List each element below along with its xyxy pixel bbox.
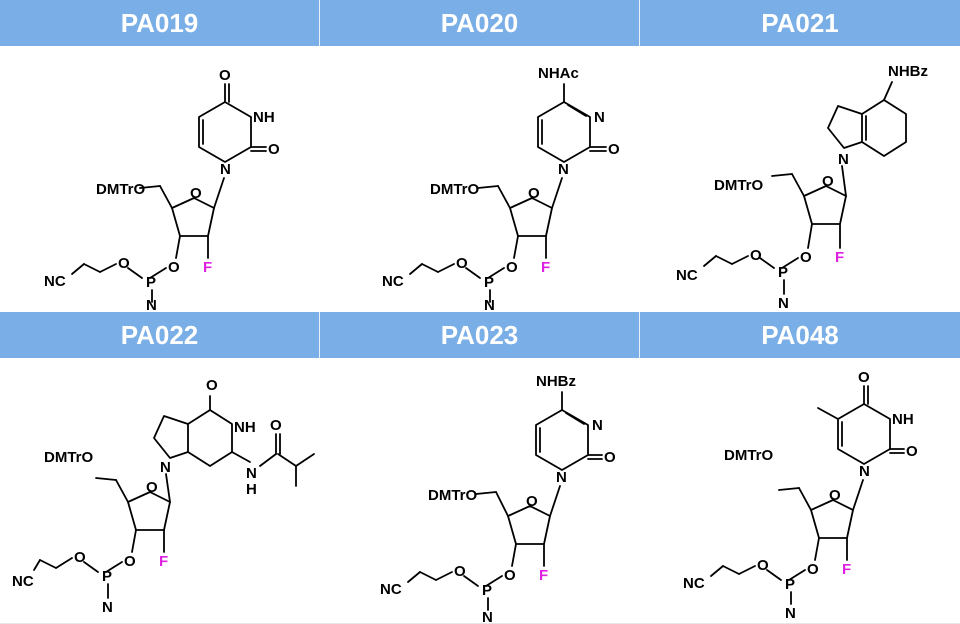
atom-dmtro: DMTrO (430, 181, 480, 198)
atom-nh: NH (253, 109, 275, 126)
atom-n: N (556, 469, 567, 486)
structure-cell-pa019: O NH O N O DMTrO F O P O NC N (0, 46, 320, 312)
atom-ring-o: O (146, 479, 158, 496)
atom-fluoro: F (835, 249, 844, 266)
atom-p: P (785, 576, 795, 593)
atom-p: P (484, 274, 494, 291)
panel-title-2: PA020 (320, 0, 640, 46)
atom-amine-n: N (102, 599, 113, 616)
molecule-pa021: NHBz N O DMTrO F O P O NC N (676, 63, 928, 312)
atom-o3: O (124, 553, 136, 570)
atom-dmtro: DMTrO (714, 177, 764, 194)
structure-cell-pa023: NHBz N O N O DMTrO F O P O (320, 358, 640, 624)
panel-title-4: PA022 (0, 312, 320, 358)
atom-dmtro: DMTrO (428, 487, 478, 504)
atom-ester-o: O (118, 255, 130, 272)
atom-n: N (592, 417, 603, 434)
atom-fluoro: F (203, 259, 212, 276)
atom-p: P (482, 582, 492, 599)
atom-o: O (268, 141, 280, 158)
atom-amine-n: N (482, 609, 493, 624)
atom-o: O (604, 449, 616, 466)
atom-fluoro: F (159, 553, 168, 570)
structure-cell-pa022: O NH N H O N O DMTrO F O (0, 358, 320, 624)
panel-title-5: PA023 (320, 312, 640, 358)
atom-o: O (206, 377, 218, 394)
molecule-pa048: O NH O N O DMTrO F O P O NC N (683, 369, 918, 622)
atom-ester-o: O (454, 563, 466, 580)
molecule-pa019: O NH O N O DMTrO F O P O NC N (44, 67, 280, 312)
atom-sub: NHBz (888, 63, 928, 80)
atom-ester-o: O (750, 247, 762, 264)
structure-cell-pa020: NHAc N O N O DMTrO F O P O (320, 46, 640, 312)
molecule-pa023: NHBz N O N O DMTrO F O P O (380, 373, 616, 624)
atom-o3: O (800, 249, 812, 266)
atom-n: N (220, 161, 231, 178)
atom-ring-o: O (526, 493, 538, 510)
atom-sub: NHAc (538, 65, 579, 82)
atom-n: N (859, 463, 870, 480)
atom-o3: O (506, 259, 518, 276)
atom-h: H (246, 481, 257, 498)
atom-o-amide: O (270, 417, 282, 434)
atom-o: O (906, 443, 918, 460)
atom-o3: O (504, 567, 516, 584)
atom-o3: O (807, 561, 819, 578)
structure-cell-pa021: NHBz N O DMTrO F O P O NC N (640, 46, 960, 312)
atom-n: N (838, 151, 849, 168)
atom-n: N (160, 459, 171, 476)
atom-nc: NC (380, 581, 402, 598)
atom-nc: NC (44, 273, 66, 290)
atom-dmtro: DMTrO (44, 449, 94, 466)
atom-amine-n: N (778, 295, 789, 312)
atom-amine-n: N (484, 297, 495, 312)
structure-cell-pa048: O NH O N O DMTrO F O P O NC N (640, 358, 960, 624)
atom-nc: NC (676, 267, 698, 284)
atom-ring-o: O (822, 173, 834, 190)
panel-title-3: PA021 (640, 0, 960, 46)
atom-ester-o: O (74, 549, 86, 566)
atom-n: N (558, 161, 569, 178)
atom-ring-o: O (528, 185, 540, 202)
atom-amine-n: N (146, 297, 157, 312)
atom-n: N (594, 109, 605, 126)
atom-o: O (219, 67, 231, 84)
atom-p: P (146, 274, 156, 291)
atom-fluoro: F (539, 567, 548, 584)
atom-dmtro: DMTrO (724, 447, 774, 464)
atom-fluoro: F (541, 259, 550, 276)
atom-ester-o: O (456, 255, 468, 272)
atom-sub: NHBz (536, 373, 576, 390)
atom-nc: NC (12, 573, 34, 590)
atom-o: O (608, 141, 620, 158)
atom-p: P (778, 264, 788, 281)
atom-ring-o: O (190, 185, 202, 202)
atom-dmtro: DMTrO (96, 181, 146, 198)
atom-p: P (102, 568, 112, 585)
panel-title-6: PA048 (640, 312, 960, 358)
atom-amine-n: N (785, 605, 796, 622)
molecule-pa020: NHAc N O N O DMTrO F O P O (382, 65, 620, 312)
atom-nc: NC (382, 273, 404, 290)
atom-nc: NC (683, 575, 705, 592)
panel-title-1: PA019 (0, 0, 320, 46)
atom-ring-o: O (829, 487, 841, 504)
atom-fluoro: F (842, 561, 851, 578)
atom-o: O (858, 369, 870, 386)
atom-nh: NH (234, 419, 256, 436)
molecule-pa022: O NH N H O N O DMTrO F O (12, 377, 315, 616)
atom-o3: O (168, 259, 180, 276)
atom-nh: NH (892, 411, 914, 428)
atom-nh2: N (246, 465, 257, 482)
atom-ester-o: O (757, 557, 769, 574)
